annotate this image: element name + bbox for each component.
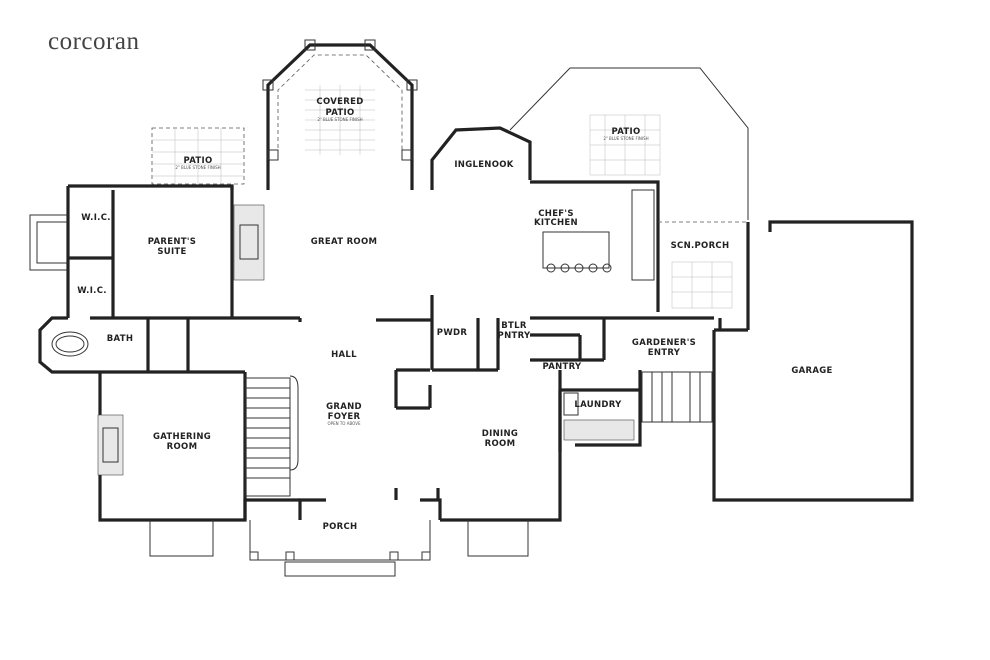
chefs-kitchen-label-1: CHEF'S — [538, 209, 574, 219]
wic-small-label: W.I.C. — [77, 286, 107, 296]
covered-patio-label-2: PATIO — [325, 108, 354, 118]
covered-patio-label-1: COVERED — [316, 97, 363, 107]
fireplace-gathering-room — [97, 414, 124, 476]
right-patio-structure — [509, 67, 749, 220]
pwdr-label: PWDR — [437, 328, 468, 338]
dining-room-label-2: ROOM — [485, 439, 516, 449]
parents-suite-label-2: SUITE — [157, 247, 186, 257]
left-patio-structure — [151, 127, 245, 185]
side-bay — [29, 214, 68, 271]
covered-patio-note: 2" BLUE STONE FINISH — [317, 117, 362, 122]
rear-staircase — [641, 371, 713, 423]
patio-left-label: PATIO — [183, 156, 212, 166]
scn-porch-label: SCN.PORCH — [671, 241, 730, 251]
dining-room-label-1: DINING — [482, 429, 518, 439]
laundry-counters — [563, 392, 635, 441]
bath-label: BATH — [107, 334, 134, 344]
great-room-label: GREAT ROOM — [311, 237, 377, 247]
inglenook-label: INGLENOOK — [454, 160, 513, 170]
patio-right-label: PATIO — [611, 127, 640, 137]
parents-suite-label-1: PARENT'S — [148, 237, 196, 247]
kitchen-island — [542, 189, 655, 281]
room-labels: COVERED PATIO 2" BLUE STONE FINISH PATIO… — [77, 97, 832, 532]
pantry-label: PANTRY — [543, 362, 583, 372]
btlr-pntry-label-2: PNTRY — [498, 331, 531, 341]
fireplace-parents-suite — [233, 204, 265, 281]
laundry-label: LAUNDRY — [574, 400, 622, 410]
grand-foyer-label-1: GRAND — [326, 402, 362, 412]
bathtub — [51, 331, 89, 357]
grand-foyer-note: OPEN TO ABOVE — [328, 421, 361, 426]
wic-top-label: W.I.C. — [81, 213, 111, 223]
btlr-pntry-label-1: BTLR — [501, 321, 527, 331]
patio-left-note: 2" BLUE STONE FINISH — [175, 165, 220, 170]
covered-patio-structure — [262, 39, 418, 161]
garage-label: GARAGE — [791, 366, 832, 376]
front-porch-structure — [149, 520, 529, 577]
chefs-kitchen-label-2: KITCHEN — [534, 218, 578, 228]
grand-foyer-label-2: FOYER — [328, 412, 361, 422]
gardeners-entry-label-2: ENTRY — [648, 348, 681, 358]
screened-porch-structure — [658, 221, 748, 309]
porch-label: PORCH — [323, 522, 358, 532]
interior-walls — [68, 190, 722, 500]
gathering-room-label-1: GATHERING — [153, 432, 211, 442]
gathering-room-label-2: ROOM — [167, 442, 198, 452]
exterior-walls — [38, 126, 914, 522]
main-staircase — [245, 375, 299, 497]
hall-label: HALL — [331, 350, 357, 360]
patio-right-note: 2" BLUE STONE FINISH — [603, 136, 648, 141]
brand-logo: corcoran — [48, 28, 140, 55]
gardeners-entry-label-1: GARDENER'S — [632, 338, 696, 348]
